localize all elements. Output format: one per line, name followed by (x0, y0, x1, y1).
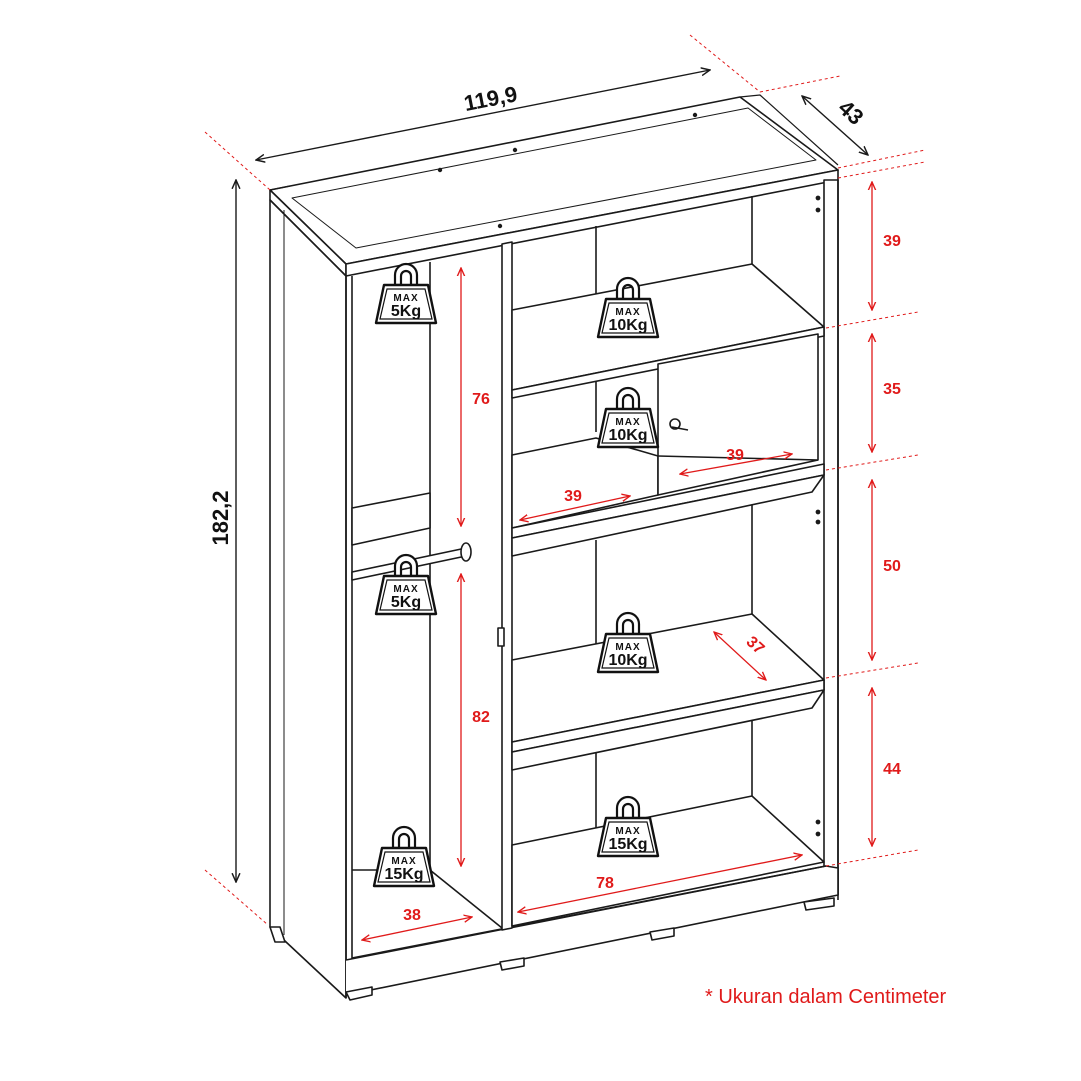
depth-dimension-line (802, 96, 868, 155)
section-1-height-label: 39 (883, 233, 901, 250)
extension-lines (204, 34, 926, 926)
left-lower-height-label: 82 (472, 709, 490, 726)
weight-icon-shelf-4: MAX 15Kg (596, 795, 660, 858)
lock-icon (669, 418, 689, 431)
svg-text:MAX: MAX (615, 417, 640, 428)
svg-text:MAX: MAX (393, 293, 418, 304)
svg-text:10Kg: 10Kg (608, 652, 647, 669)
left-upper-height-label: 76 (472, 391, 490, 408)
weight-icon-shelf-2: MAX 10Kg (596, 386, 660, 449)
drawer-left-width-label: 39 (564, 488, 582, 505)
section-dimension-lines (362, 182, 872, 940)
svg-text:15Kg: 15Kg (384, 866, 423, 883)
weight-icon-left-bottom: MAX 15Kg (372, 825, 436, 888)
width-label: 119,9 (462, 81, 520, 116)
section-4-height-label: 44 (883, 761, 901, 778)
svg-text:10Kg: 10Kg (608, 427, 647, 444)
bottom-shelf-width-label: 78 (596, 875, 614, 892)
weight-icon-shelf-1: MAX 10Kg (596, 276, 660, 339)
drawer-right-width-label: 39 (726, 447, 744, 464)
section-3-height-label: 50 (883, 558, 901, 575)
unit-note: * Ukuran dalam Centimeter (705, 986, 947, 1008)
svg-text:MAX: MAX (615, 307, 640, 318)
overall-dimension-lines (236, 70, 868, 882)
weight-icon-left-top: MAX 5Kg (374, 262, 438, 325)
svg-text:MAX: MAX (391, 856, 416, 867)
svg-text:MAX: MAX (615, 642, 640, 653)
width-dimension-line (256, 70, 710, 160)
svg-text:5Kg: 5Kg (391, 303, 421, 320)
svg-text:MAX: MAX (615, 826, 640, 837)
left-bottom-width-label: 38 (403, 907, 421, 924)
depth-label: 43 (834, 95, 869, 130)
svg-text:5Kg: 5Kg (391, 594, 421, 611)
weight-icon-left-rail: MAX 5Kg (374, 553, 438, 616)
svg-text:10Kg: 10Kg (608, 317, 647, 334)
weight-icon-shelf-3: MAX 10Kg (596, 611, 660, 674)
svg-text:MAX: MAX (393, 584, 418, 595)
section-2-height-label: 35 (883, 381, 901, 398)
height-label: 182,2 (208, 490, 233, 545)
svg-text:15Kg: 15Kg (608, 836, 647, 853)
cabinet-body (269, 94, 839, 1001)
